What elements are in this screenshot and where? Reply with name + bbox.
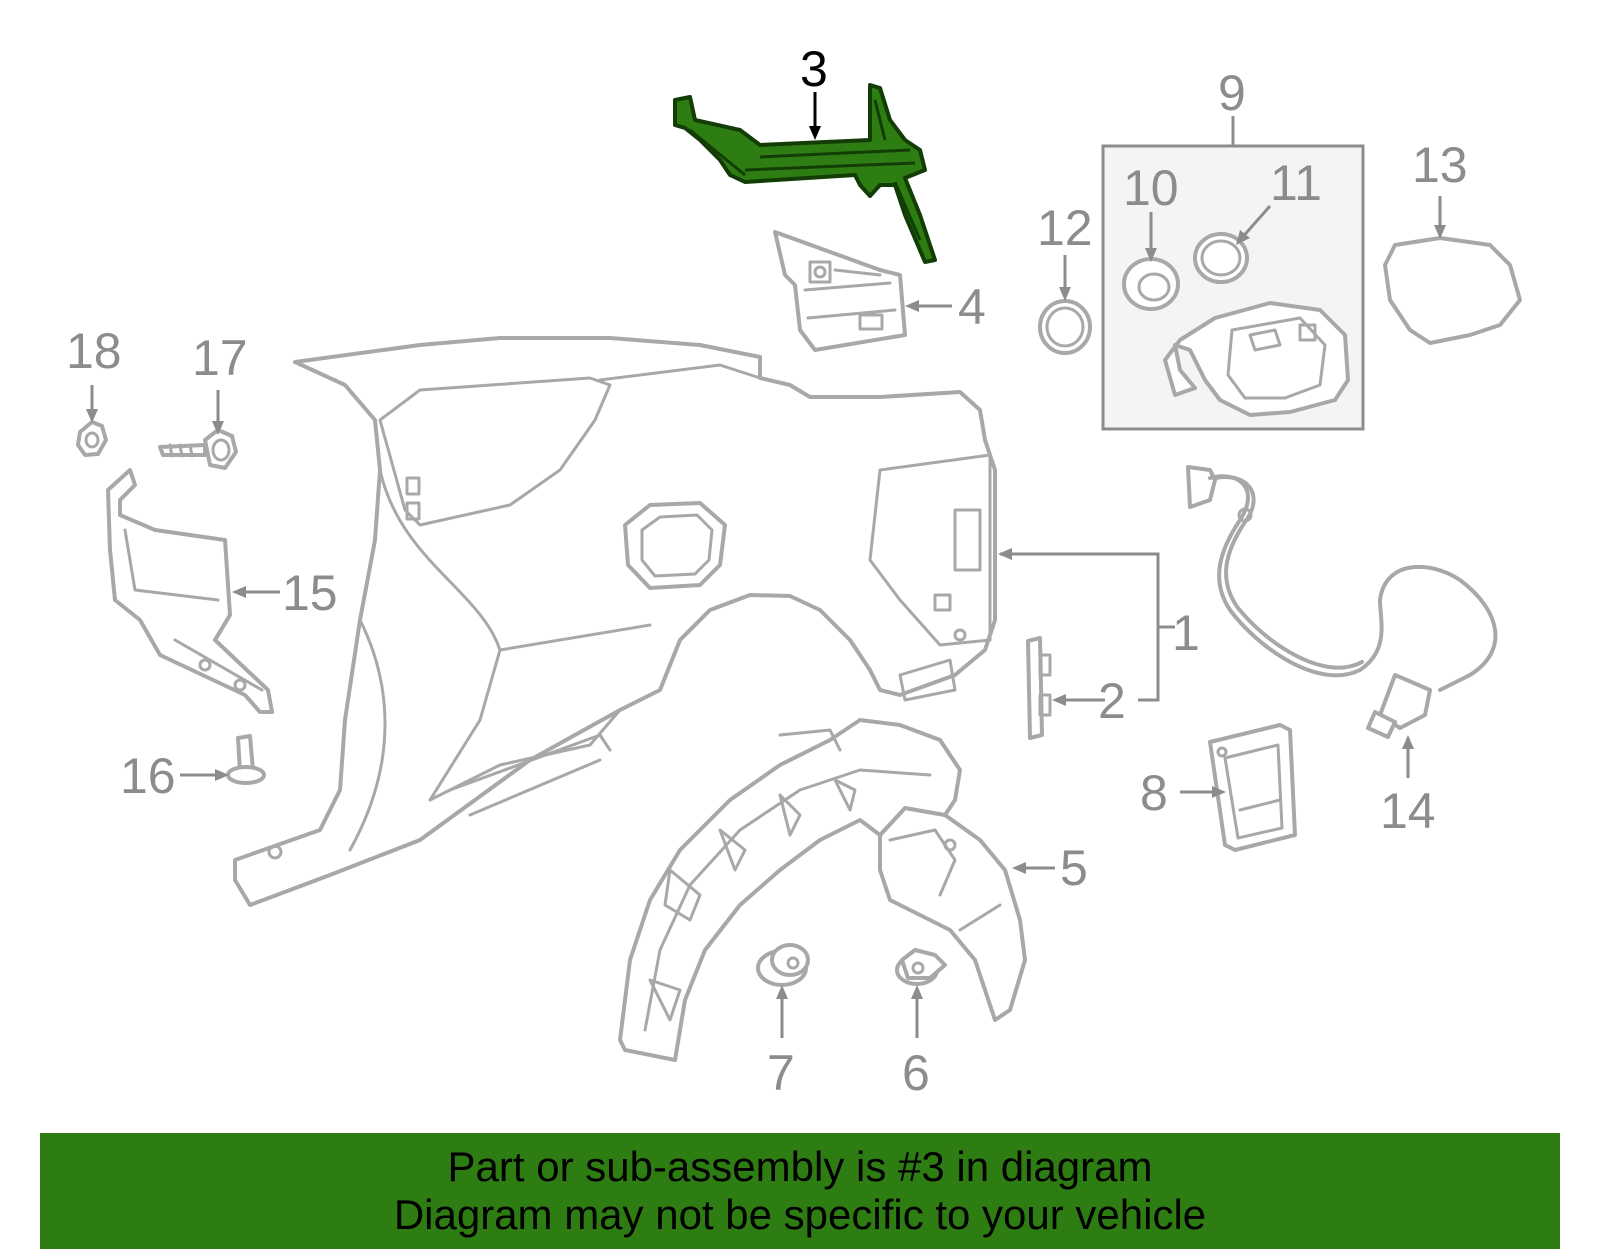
- part-8-bracket[interactable]: [1208, 723, 1297, 852]
- callout-9[interactable]: 9: [1218, 65, 1246, 121]
- part-17-bolt[interactable]: [158, 428, 238, 470]
- callout-2[interactable]: 2: [1098, 673, 1126, 729]
- part-1-quarter-panel[interactable]: [233, 336, 997, 907]
- callout-16[interactable]: 16: [120, 748, 176, 804]
- callout-13[interactable]: 13: [1412, 137, 1468, 193]
- part-12-seal[interactable]: [1038, 299, 1092, 355]
- banner-line-2: Diagram may not be specific to your vehi…: [393, 1191, 1207, 1238]
- part-13-fuel-door[interactable]: [1383, 236, 1522, 345]
- callout-4[interactable]: 4: [958, 279, 986, 335]
- callout-10[interactable]: 10: [1123, 160, 1179, 216]
- callout-17[interactable]: 17: [192, 330, 248, 386]
- callout-labels: 1 2 3 4 5 6 7 8 9 10 11 12 13 14 15 16 1…: [66, 41, 1468, 1101]
- callout-leaders: [86, 92, 1446, 1038]
- callout-18[interactable]: 18: [66, 323, 122, 379]
- part-18-nut[interactable]: [76, 420, 108, 457]
- callout-5[interactable]: 5: [1060, 840, 1088, 896]
- wheel-arch-liner[interactable]: [618, 718, 962, 1062]
- callout-6[interactable]: 6: [902, 1045, 930, 1101]
- callout-1[interactable]: 1: [1172, 605, 1200, 661]
- part-15-bracket[interactable]: [106, 468, 274, 714]
- callout-15[interactable]: 15: [282, 565, 338, 621]
- part-16-clip[interactable]: [226, 734, 266, 785]
- callout-12[interactable]: 12: [1037, 200, 1093, 256]
- part-5-wheel-liner[interactable]: [878, 806, 1027, 1022]
- part-14-release-cable[interactable]: [1186, 465, 1498, 739]
- callout-11[interactable]: 11: [1270, 155, 1322, 211]
- info-banner: Part or sub-assembly is #3 in diagram Di…: [40, 1133, 1560, 1249]
- part-4-bracket[interactable]: [773, 230, 907, 352]
- part-9-fuel-door-assembly[interactable]: [1101, 144, 1365, 431]
- banner-line-1: Part or sub-assembly is #3 in diagram: [447, 1143, 1153, 1190]
- part-11-seal[interactable]: [1193, 232, 1249, 284]
- callout-8[interactable]: 8: [1140, 765, 1168, 821]
- part-10-grommet[interactable]: [1122, 257, 1180, 311]
- callout-3[interactable]: 3: [800, 41, 828, 97]
- callout-14[interactable]: 14: [1380, 783, 1436, 839]
- part-2-bracket[interactable]: [1026, 636, 1052, 740]
- callout-7[interactable]: 7: [767, 1045, 795, 1101]
- part-7-grommet[interactable]: [756, 943, 810, 987]
- part-3-highlighted[interactable]: [673, 83, 937, 264]
- part-6-clip[interactable]: [895, 948, 947, 986]
